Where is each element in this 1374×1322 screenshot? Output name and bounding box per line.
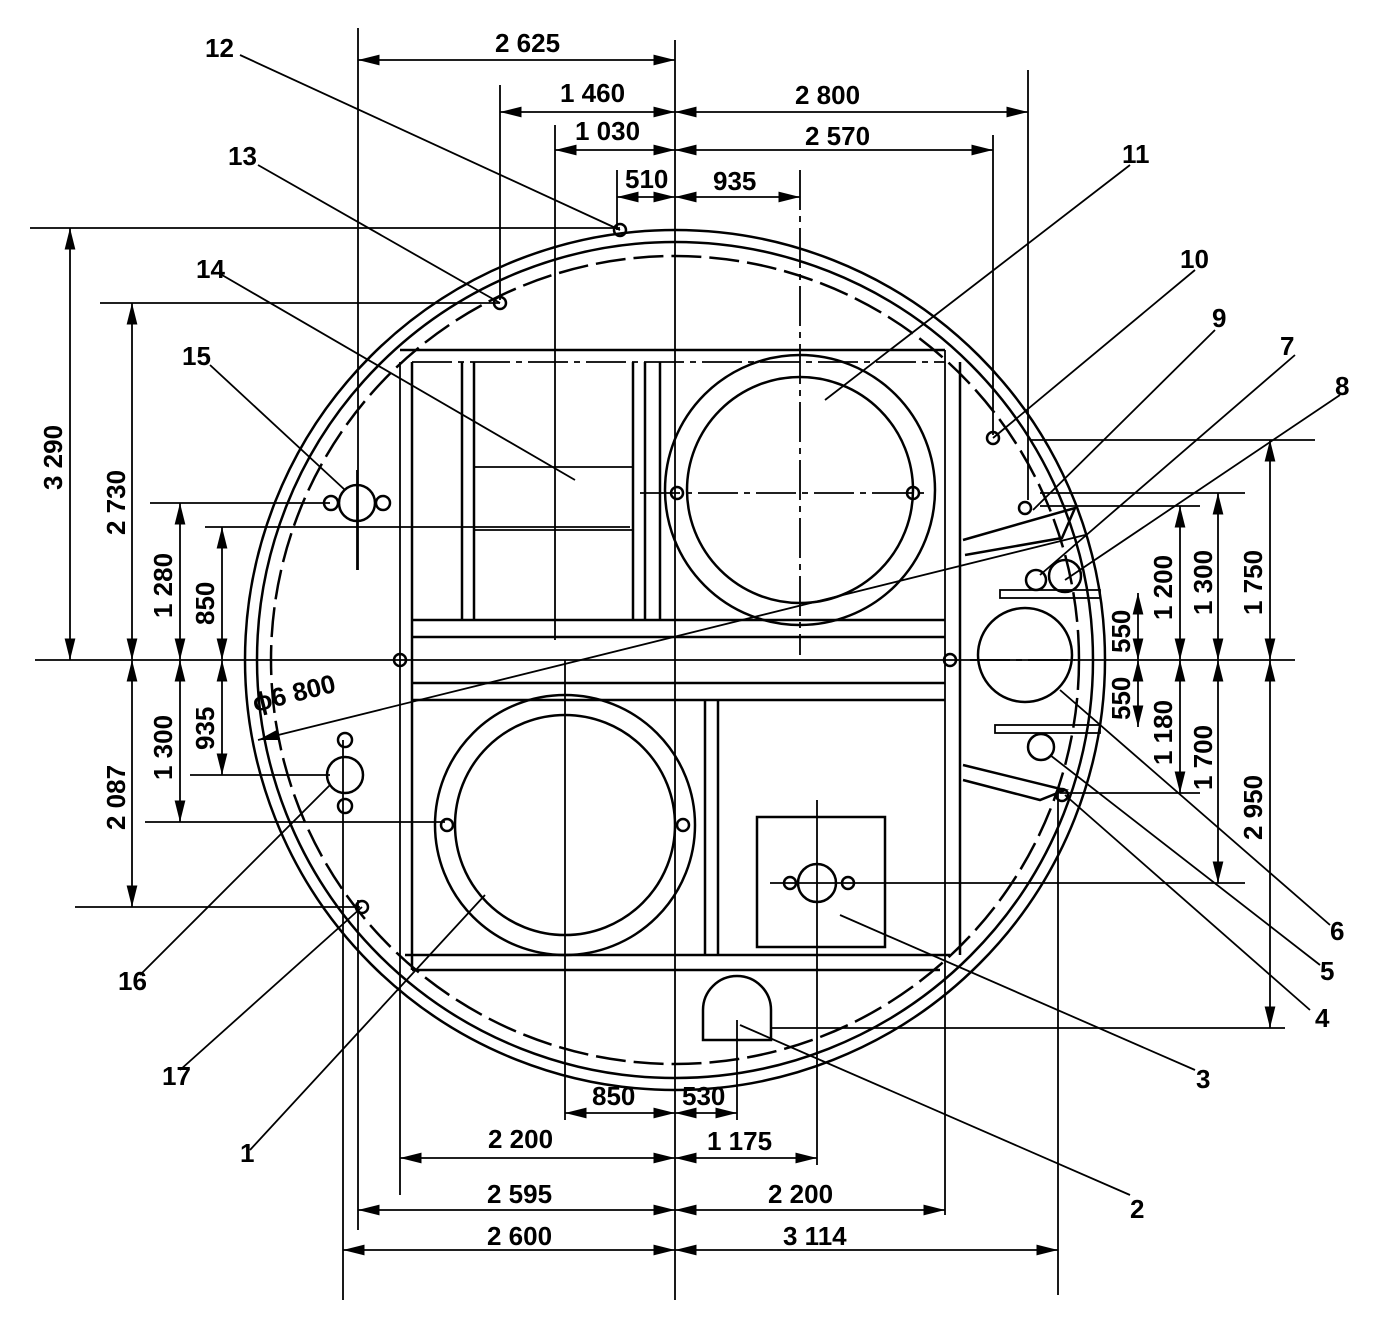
- dim-bottom-3114: 3 114: [783, 1221, 847, 1251]
- callout-10: 10: [1180, 244, 1209, 274]
- item-15: [322, 470, 392, 570]
- dim-right-1200: 1 200: [1148, 555, 1178, 620]
- callout-11: 11: [1122, 139, 1150, 169]
- dim-left-2087: 2 087: [101, 765, 131, 830]
- diameter-label: ϕ6 800: [249, 668, 338, 718]
- dimension-labels: 2 625 1 460 2 800 1 030 2 570 510 935 3 …: [38, 28, 1268, 1251]
- callout-1: 1: [240, 1138, 254, 1168]
- extension-lines: [30, 28, 1315, 1300]
- dim-right-550-upper: 550: [1106, 610, 1136, 653]
- callout-13: 13: [228, 141, 257, 171]
- callout-12: 12: [205, 33, 234, 63]
- dim-top-510: 510: [625, 164, 668, 194]
- callout-6: 6: [1330, 916, 1344, 946]
- callout-labels: 1 2 3 4 5 6 7 8 9 10 11 12 13 14 15 16 1…: [118, 33, 1349, 1224]
- dim-right-2950: 2 950: [1238, 775, 1268, 840]
- callout-15: 15: [182, 341, 211, 371]
- center-lines: [35, 40, 1295, 1300]
- dim-top-935: 935: [713, 166, 756, 196]
- dim-right-1750: 1 750: [1238, 550, 1268, 615]
- leader-lines: [139, 54, 1341, 1196]
- dim-top-2570: 2 570: [805, 121, 870, 151]
- item-2-half-round: [701, 974, 773, 1042]
- callout-3: 3: [1196, 1064, 1210, 1094]
- dim-bottom-1175: 1 175: [707, 1126, 772, 1156]
- dim-top-2625: 2 625: [495, 28, 560, 58]
- dim-top-1030: 1 030: [575, 116, 640, 146]
- callout-7: 7: [1280, 331, 1294, 361]
- dim-right-1300: 1 300: [1188, 550, 1218, 615]
- callout-9: 9: [1212, 303, 1226, 333]
- dim-left-935: 935: [190, 707, 220, 750]
- dim-right-550-lower: 550: [1106, 677, 1136, 720]
- dim-top-2800: 2 800: [795, 80, 860, 110]
- callout-2: 2: [1130, 1194, 1144, 1224]
- dim-top-1460: 1 460: [560, 78, 625, 108]
- callout-17: 17: [162, 1061, 191, 1091]
- callout-8: 8: [1335, 371, 1349, 401]
- dim-left-3290: 3 290: [38, 425, 68, 490]
- dim-left-2730: 2 730: [101, 470, 131, 535]
- item-16: [325, 731, 365, 815]
- dim-bottom-530: 530: [682, 1081, 725, 1111]
- tank-lower-left: [433, 660, 697, 1120]
- dim-right-1180: 1 180: [1148, 700, 1178, 765]
- dim-left-1300: 1 300: [148, 715, 178, 780]
- dim-bottom-2600: 2 600: [487, 1221, 552, 1251]
- dim-right-1700: 1 700: [1188, 725, 1218, 790]
- callout-5: 5: [1320, 956, 1334, 986]
- room-3: [755, 800, 1245, 1165]
- dim-left-1280: 1 280: [148, 553, 178, 618]
- dim-bottom-850: 850: [592, 1081, 635, 1111]
- dim-left-850: 850: [190, 582, 220, 625]
- dim-bottom-2595: 2 595: [487, 1179, 552, 1209]
- callout-4: 4: [1315, 1003, 1330, 1033]
- callout-16: 16: [118, 966, 147, 996]
- dimension-lines: [64, 54, 1276, 1256]
- dim-bottom-2200-left: 2 200: [488, 1124, 553, 1154]
- tank-upper-right: [640, 170, 937, 655]
- internal-frame: [399, 348, 962, 1215]
- callout-14: 14: [196, 254, 225, 284]
- right-side-items: [962, 506, 1101, 802]
- dim-bottom-2200-right: 2 200: [768, 1179, 833, 1209]
